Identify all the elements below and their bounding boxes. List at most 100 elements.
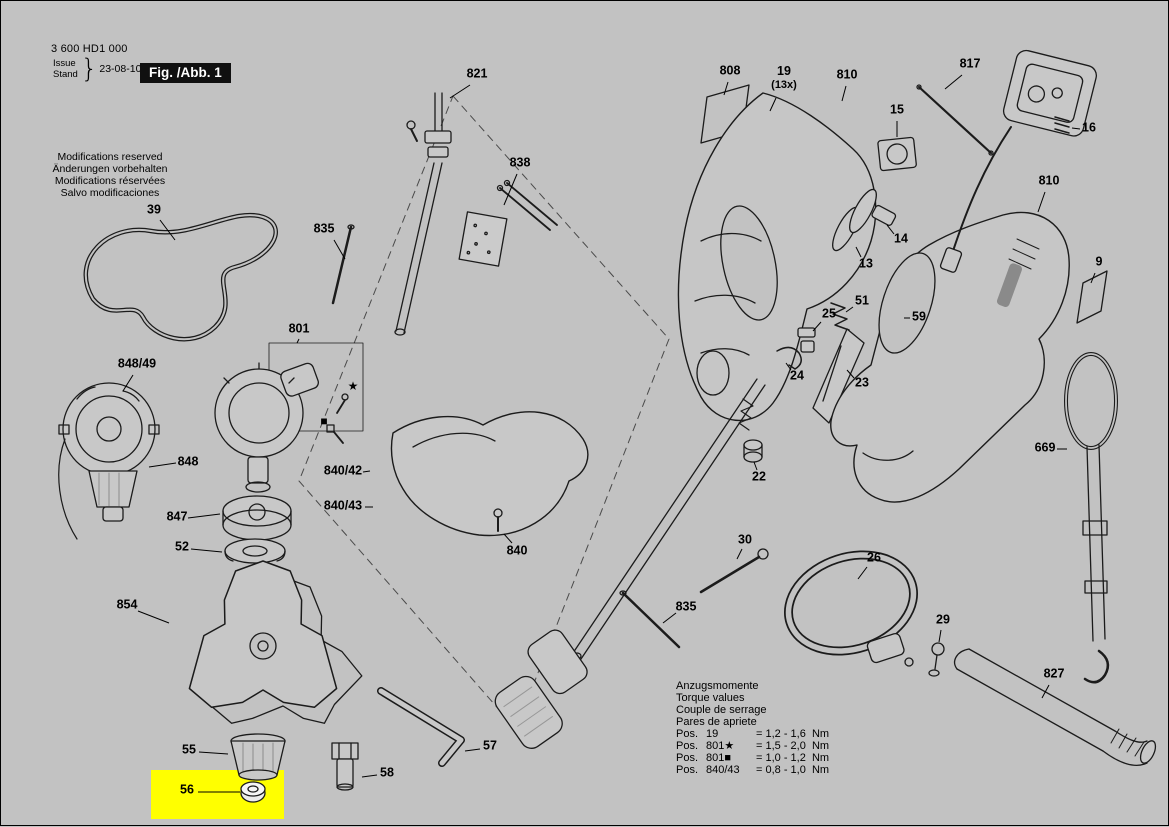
drawing-spool-head-848-49 [58, 382, 160, 540]
drawing-wire-loop-39 [83, 212, 278, 342]
drawing-control-unit [939, 49, 1097, 273]
torque-row: Pos.840/43= 0,8 - 1,0 Nm [676, 764, 830, 776]
torque-title-line: Anzugsmomente [676, 680, 759, 692]
part-label-19-5: 19(13x) [771, 63, 797, 91]
part-label-59-13: 59 [912, 309, 926, 324]
part-label-835-31: 835 [675, 599, 697, 614]
dashed-group-outline [298, 95, 670, 730]
part-label-840-25: 840 [506, 543, 528, 558]
drawing-rod-835-lower [619, 590, 681, 649]
drawing-grip-sleeves [494, 629, 588, 749]
drawing-hex-key-57 [377, 687, 465, 767]
part-label-817-7: 817 [959, 56, 981, 71]
part-label-55-35: 55 [182, 742, 196, 757]
drawing-spring-51 [830, 302, 850, 331]
part-label-810-6: 810 [836, 67, 858, 82]
drawing-lower-tube-827 [954, 648, 1157, 766]
issue-stand-block: Issue Stand } 23-08-10 [53, 54, 142, 84]
part-label-854-28: 854 [116, 597, 138, 612]
drawing-socket-tool-58 [331, 742, 359, 791]
torque-marker-1: ■ [320, 414, 328, 428]
drawing-blade-854 [188, 560, 363, 724]
torque-row: Pos.801■= 1,0 - 1,2 Nm [676, 752, 830, 764]
part-label-25-14: 25 [822, 306, 836, 321]
drawing-cable-ties-838 [458, 179, 558, 267]
part-label-15-9: 15 [890, 102, 904, 117]
part-label-22-29: 22 [752, 469, 766, 484]
part-label-23-16: 23 [855, 375, 869, 390]
part-label-847-26: 847 [166, 509, 188, 524]
part-label-14-10: 14 [894, 231, 908, 246]
part-label-848-49-20: 848/49 [117, 356, 157, 371]
drawing-contacts-25 [797, 327, 816, 353]
part-label-13-11: 13 [859, 256, 873, 271]
drawing-screw-30 [699, 548, 769, 594]
drawing-trimmer-head-801 [214, 342, 364, 493]
part-label-840-43-24: 840/43 [323, 498, 363, 513]
part-label-note: (13x) [771, 78, 797, 91]
torque-title-line: Torque values [676, 692, 745, 704]
part-label-29-33: 29 [936, 612, 950, 627]
part-label-51-12: 51 [855, 293, 869, 308]
drawing-nut-56 [240, 781, 266, 803]
part-label-838-3: 838 [509, 155, 531, 170]
part-label-835-2: 835 [313, 221, 335, 236]
part-label-9-18: 9 [1095, 254, 1103, 269]
issue-date: 23-08-10 [99, 63, 142, 75]
model-number: 3 600 HD1 000 [51, 43, 128, 55]
part-label-39-0: 39 [147, 202, 161, 217]
torque-title-line: Couple de serrage [676, 704, 767, 716]
notice-line: Modifications réservées [54, 175, 166, 187]
torque-title-line: Pares de apriete [676, 716, 757, 728]
torque-row: Pos.801★= 1,5 - 2,0 Nm [676, 740, 830, 752]
drawing-lever-23 [812, 328, 865, 424]
part-label-848-21: 848 [177, 454, 199, 469]
drawing-rod-817 [916, 84, 994, 156]
drawing-clip-24 [776, 346, 802, 370]
drawing-spring-16 [1054, 116, 1070, 134]
part-label-58-38: 58 [380, 765, 394, 780]
part-label-840-42-23: 840/42 [323, 463, 363, 478]
drawing-cup-55 [230, 733, 286, 781]
drawing-trimmer-body-810 [830, 211, 1070, 503]
notice-line: Änderungen vorbehalten [52, 163, 168, 175]
drawing-knob-29 [928, 642, 945, 677]
part-label-26-32: 26 [867, 550, 881, 565]
part-label-16-8: 16 [1082, 120, 1096, 135]
part-label-52-27: 52 [175, 539, 189, 554]
drawing-button-14 [871, 204, 897, 226]
part-label-801-22: 801 [288, 321, 310, 336]
drawing-guard-840 [390, 411, 589, 537]
drawing-spool-847 [222, 495, 292, 541]
part-label-57-37: 57 [483, 738, 497, 753]
part-label-808-4: 808 [719, 63, 741, 78]
drawing-grommet-22 [743, 439, 763, 463]
part-label-821-1: 821 [466, 66, 488, 81]
drawing-sticker-9 [1076, 270, 1108, 324]
drawing-motor-housing-810 [677, 92, 877, 422]
drawing-switch-15 [877, 136, 917, 172]
leader-lines [122, 74, 1096, 793]
drawing-loop-handle-26 [783, 550, 919, 667]
notice-line: Modifications reserved [57, 151, 163, 163]
drawing-covers-13 [832, 188, 877, 252]
torque-marker-0: ★ [347, 379, 359, 393]
figure-label: Fig. /Abb. 1 [140, 63, 231, 83]
part-label-669-19: 669 [1034, 440, 1056, 455]
stand-label: Stand [53, 69, 78, 80]
issue-label: Issue [53, 58, 76, 69]
part-label-24-15: 24 [790, 368, 804, 383]
drawing-rod-835-left [331, 224, 355, 305]
notice-line: Salvo modificaciones [60, 187, 160, 199]
drawing-disc-52 [224, 538, 286, 564]
part-label-827-34: 827 [1043, 666, 1065, 681]
part-label-810-17: 810 [1038, 173, 1060, 188]
drawing-shaft-821 [394, 92, 452, 336]
brace-glyph: } [80, 54, 98, 84]
